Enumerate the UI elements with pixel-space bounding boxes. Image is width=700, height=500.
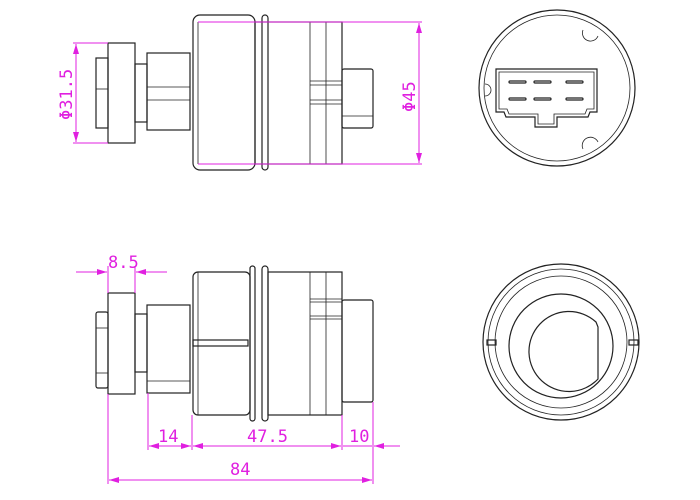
- dimension-diameter-large: Φ45: [198, 21, 422, 165]
- dimension-label: Φ45: [400, 81, 420, 112]
- dimension-label: 8.5: [108, 253, 139, 273]
- dimension-diameter-small: Φ31.5: [57, 42, 108, 144]
- end-view-cap: [482, 263, 640, 421]
- dimension-label: 14: [158, 427, 178, 447]
- dimension-flange-width: 8.5: [76, 253, 167, 293]
- end-view-connector: [478, 9, 636, 167]
- dimension-label: 10: [349, 427, 369, 447]
- side-view-bottom: [95, 265, 374, 422]
- dimension-label: 47.5: [247, 427, 288, 447]
- side-view-top: [95, 14, 374, 171]
- dimension-label: Φ31.5: [57, 69, 77, 120]
- dimension-label: 84: [230, 460, 250, 480]
- dimension-chain: 14 47.5 10 84: [107, 393, 400, 484]
